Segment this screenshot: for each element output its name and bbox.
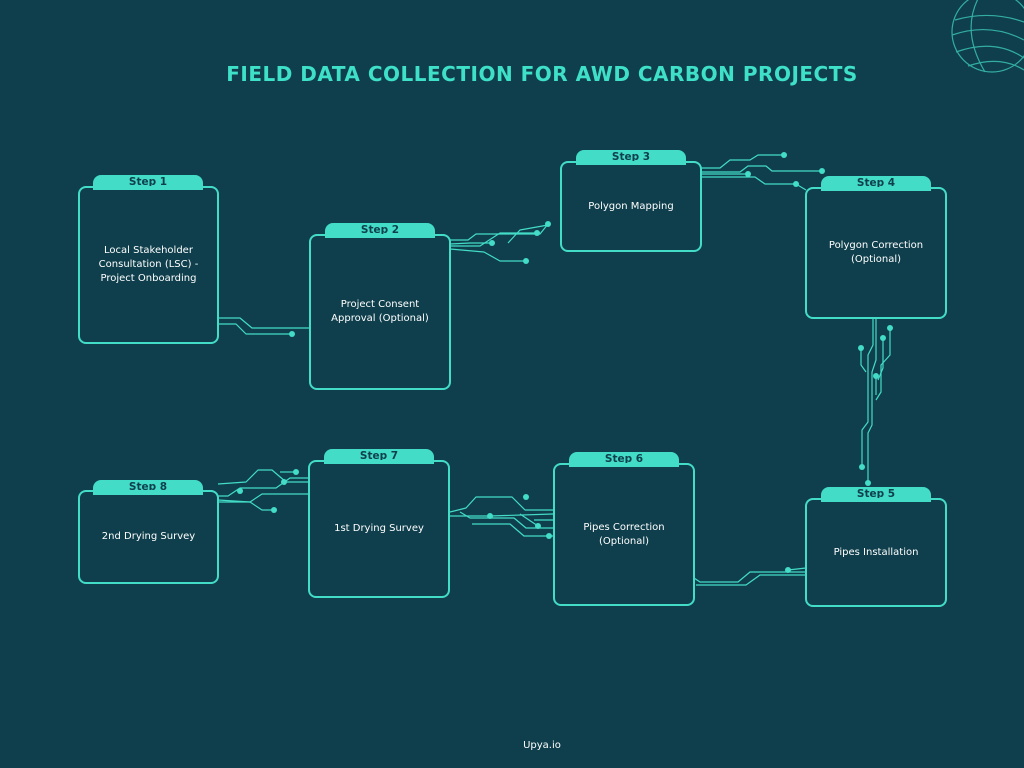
wire-node [535,523,541,529]
footer-brand: Upya.io [523,740,561,751]
globe-decoration-icon [951,0,1024,73]
connector-step7-step8 [218,477,310,497]
connector-step5-step6 [693,571,806,583]
step-3-box: Polygon Mapping [560,161,702,252]
wire-node [865,480,871,486]
connector-step6-step7 [449,496,553,513]
step-1-box: Local Stakeholder Consultation (LSC) - P… [78,186,219,344]
step-7-text: 1st Drying Survey [334,523,424,534]
connector-step2-step3 [450,223,549,241]
wire-node [545,221,551,227]
connector-step1-step2 [218,317,310,329]
wire-node [489,240,495,246]
connector-step3-step4 [700,154,784,169]
wire-node [887,325,893,331]
wire-node [546,533,552,539]
wire-node [523,258,529,264]
step-6-text: Pipes Correction (Optional) [583,521,665,547]
step-8-text: 2nd Drying Survey [101,531,196,542]
connector-step4-step5 [861,318,874,467]
wire-node [785,567,791,573]
step-4-text: Polygon Correction (Optional) [828,240,924,265]
step-4-box: Polygon Correction (Optional) [805,187,947,319]
step-3-text: Polygon Mapping [588,200,674,212]
wire-node [271,507,277,513]
wire-node [487,513,493,519]
wire-node [781,152,787,158]
step-1-text: Local Stakeholder Consultation (LSC) - P… [98,245,199,284]
wire-node [289,331,295,337]
wire-node [859,464,865,470]
wire-node [880,335,886,341]
step-5-box: Pipes Installation [805,498,947,607]
step-7-box: 1st Drying Survey [308,460,450,598]
wire-node [237,488,243,494]
wire-node [534,230,540,236]
wire-node [745,171,751,177]
page-title: FIELD DATA COLLECTION FOR AWD CARBON PRO… [226,62,858,86]
wire-node [819,168,825,174]
step-2-box: Project Consent Approval (Optional) [309,234,451,390]
wire-node [793,181,799,187]
wire-node [858,345,864,351]
wire-node [873,373,879,379]
step-5-text: Pipes Installation [833,546,919,558]
step-6-box: Pipes Correction (Optional) [553,463,695,606]
wire-node [281,479,287,485]
step-8-box: 2nd Drying Survey [78,490,219,584]
wire-node [293,469,299,475]
step-2-text: Project Consent Approval (Optional) [331,299,429,324]
wire-node [523,494,529,500]
